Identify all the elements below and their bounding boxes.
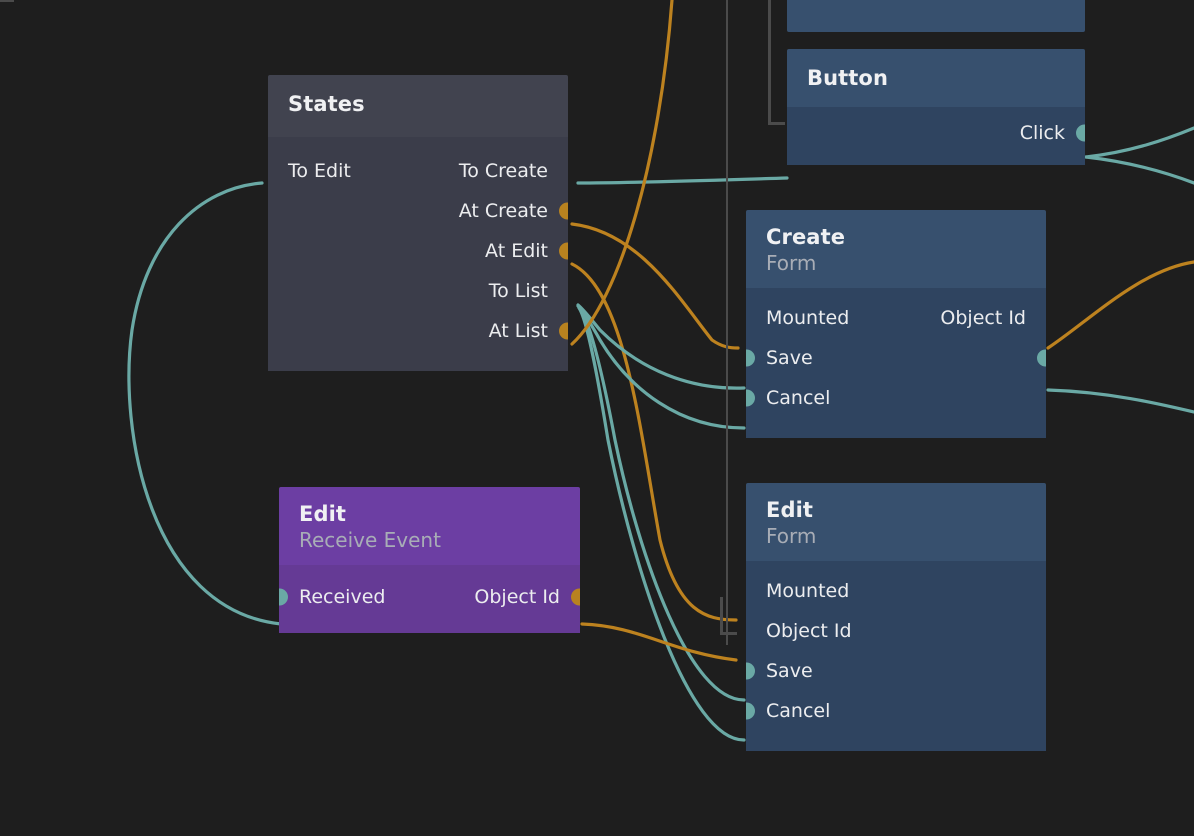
node-subtitle: Receive Event <box>299 527 441 552</box>
wire-at-create-mounted <box>570 222 740 350</box>
node-states[interactable]: States To Edit To Create At Create At Ed… <box>268 75 568 380</box>
port-dot-icon[interactable] <box>559 242 568 260</box>
wire-event-objectid-editform <box>580 622 738 662</box>
node-header-create: Create Form <box>746 210 1046 288</box>
port-label-cancel: Cancel <box>766 699 831 722</box>
port-dot-icon[interactable] <box>559 202 568 220</box>
port-dot-out-icon[interactable] <box>571 588 580 606</box>
node-edit-receive-event[interactable]: Edit Receive Event Received Object Id <box>279 487 580 660</box>
node-create-form[interactable]: Create Form Mounted Object Id Save Cance… <box>746 210 1046 468</box>
port-label-at-create: At Create <box>458 199 548 222</box>
port-label-at-edit: At Edit <box>485 239 548 262</box>
wire-click-out-b <box>1084 155 1194 185</box>
node-body-create: Mounted Object Id Save Cancel <box>746 287 1046 438</box>
group-bracket-top <box>768 0 785 125</box>
port-dot-icon[interactable] <box>746 389 755 407</box>
port-label-save: Save <box>766 346 813 369</box>
group-bracket-bottom <box>720 597 737 635</box>
port-row-object-id[interactable]: Object Id <box>746 611 1046 651</box>
port-dot-out-icon[interactable] <box>1037 349 1046 367</box>
wire-edit-cancel-to-list <box>577 306 746 742</box>
port-label-cancel: Cancel <box>766 386 831 409</box>
port-label-save: Save <box>766 659 813 682</box>
port-dot-icon[interactable] <box>559 322 568 340</box>
wire-received-to-edit <box>127 181 283 626</box>
node-title: Create <box>766 225 846 249</box>
port-dot-icon[interactable] <box>1076 124 1085 142</box>
node-title: Edit <box>299 502 347 526</box>
wire-create-objectid-out <box>1046 388 1194 414</box>
node-header <box>787 0 1085 32</box>
port-label-to-create: To Create <box>458 159 548 182</box>
port-label-mounted: Mounted <box>766 579 850 602</box>
node-edit-form[interactable]: Edit Form Mounted Object Id Save Cancel <box>746 483 1046 779</box>
node-header-states: States <box>268 75 568 137</box>
port-row-at-edit[interactable]: At Edit <box>268 231 568 271</box>
port-row-cancel[interactable]: Cancel <box>746 691 1046 731</box>
port-label-object-id: Object Id <box>940 306 1026 329</box>
port-label-object-id: Object Id <box>766 619 852 642</box>
node-title: Button <box>807 66 889 90</box>
node-header-edit-form: Edit Form <box>746 483 1046 561</box>
node-title: Edit <box>766 498 814 522</box>
node-title: States <box>288 92 365 116</box>
node-button[interactable]: Button Click <box>787 49 1085 188</box>
node-body-edit-event: Received Object Id <box>279 564 580 633</box>
port-row-received-objectid[interactable]: Received Object Id <box>279 577 580 617</box>
wire-create-save-to-list <box>576 303 746 390</box>
node-header-button: Button <box>787 49 1085 107</box>
port-label-at-list: At List <box>488 319 548 342</box>
node-body-button: Click <box>787 106 1085 165</box>
wire-click-out-a <box>1084 126 1194 159</box>
port-label-mounted: Mounted <box>766 306 850 329</box>
port-row-cancel[interactable]: Cancel <box>746 378 1046 418</box>
port-row-click[interactable]: Click <box>787 113 1085 153</box>
port-row-mounted[interactable]: Mounted <box>746 571 1046 611</box>
node-subtitle: Form <box>766 523 817 548</box>
port-dot-icon[interactable] <box>746 662 755 680</box>
wire-at-edit-mounted <box>570 262 738 622</box>
port-dot-icon[interactable] <box>746 349 755 367</box>
node-body-states: To Edit To Create At Create At Edit To L… <box>268 136 568 371</box>
wire-edit-save-to-list <box>577 305 746 702</box>
port-row-mounted-objectid[interactable]: Mounted Object Id <box>746 298 1046 338</box>
canvas-guide-vertical-line <box>726 0 728 645</box>
node-button-cut-off[interactable] <box>787 0 1085 32</box>
wire-offscreen-create-objectid <box>1046 260 1194 350</box>
group-bracket-middle-tick <box>0 0 14 2</box>
node-subtitle: Form <box>766 250 817 275</box>
port-row-at-list[interactable]: At List <box>268 311 568 351</box>
wire-click-to-create <box>576 176 789 185</box>
port-label-to-edit: To Edit <box>288 159 351 182</box>
port-row-at-create[interactable]: At Create <box>268 191 568 231</box>
node-body-edit-form: Mounted Object Id Save Cancel <box>746 560 1046 751</box>
port-label-received: Received <box>299 585 386 608</box>
wire-at-list-offscreen-top <box>570 0 674 346</box>
node-header-edit-event: Edit Receive Event <box>279 487 580 565</box>
port-dot-icon[interactable] <box>746 702 755 720</box>
port-row-to-list[interactable]: To List <box>268 271 568 311</box>
wire-create-cancel-to-list <box>576 304 746 430</box>
port-label-to-list: To List <box>488 279 548 302</box>
port-row-save[interactable]: Save <box>746 651 1046 691</box>
port-label-object-id: Object Id <box>474 585 560 608</box>
port-row-save[interactable]: Save <box>746 338 1046 378</box>
port-label-click: Click <box>1019 121 1065 144</box>
port-dot-icon[interactable] <box>279 588 288 606</box>
port-row-to-edit-to-create[interactable]: To Edit To Create <box>268 151 568 191</box>
